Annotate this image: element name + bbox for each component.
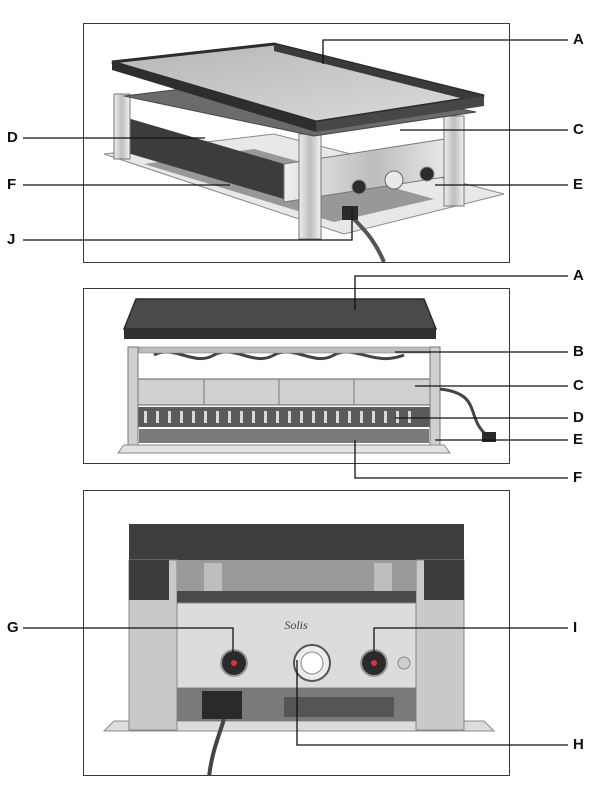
heating-frame bbox=[138, 346, 440, 354]
vent-slots bbox=[144, 411, 411, 423]
leg-left bbox=[127, 346, 139, 448]
callout-label-g: G bbox=[7, 619, 19, 636]
panel-bottom-front-view: Solis bbox=[83, 490, 510, 776]
callout-label-d: D bbox=[7, 129, 18, 146]
hot-plate-rim bbox=[124, 329, 436, 339]
side-column-left-cap bbox=[129, 560, 169, 600]
cable-plug bbox=[342, 206, 358, 220]
callout-label-j: J bbox=[7, 231, 16, 248]
raclette-perspective-illustration bbox=[103, 42, 505, 262]
side-column-right-cap bbox=[424, 560, 464, 600]
panel-top-perspective bbox=[83, 23, 510, 263]
callout-label-f: F bbox=[573, 469, 583, 486]
raclette-side-illustration bbox=[117, 298, 496, 454]
callout-label-e: E bbox=[573, 431, 584, 448]
callout-label-i: I bbox=[573, 619, 578, 636]
cable-plug bbox=[482, 432, 496, 442]
inner-leg bbox=[204, 563, 222, 597]
callout-label-c: C bbox=[573, 377, 584, 394]
indicator-lamp bbox=[397, 656, 411, 670]
power-cable bbox=[207, 718, 226, 775]
callout-label-a: A bbox=[573, 31, 584, 48]
callout-label-b: B bbox=[573, 343, 584, 360]
temperature-dial-center bbox=[300, 651, 324, 675]
hot-plate-front bbox=[129, 524, 464, 560]
switch-right-light bbox=[371, 660, 377, 666]
pan-holder bbox=[133, 378, 435, 406]
switch-right bbox=[419, 166, 435, 182]
temperature-dial bbox=[384, 170, 404, 190]
callout-label-a: A bbox=[573, 267, 584, 284]
callout-label-d: D bbox=[573, 409, 584, 426]
switch-left-light bbox=[231, 660, 237, 666]
callout-label-h: H bbox=[573, 736, 584, 753]
housing-vented bbox=[132, 407, 438, 427]
leg-front-left bbox=[298, 133, 322, 240]
hot-plate-edge-side bbox=[316, 96, 484, 132]
power-cable bbox=[439, 387, 490, 439]
leg-right bbox=[429, 346, 441, 448]
grill-grate bbox=[284, 697, 394, 717]
cable-plug bbox=[202, 691, 242, 719]
heating-housing-side bbox=[114, 114, 284, 199]
panel-middle-side-view bbox=[83, 288, 510, 464]
base-tray bbox=[117, 444, 451, 454]
hot-plate-edge-front bbox=[112, 62, 316, 132]
grill-grate bbox=[139, 429, 429, 443]
inner-leg bbox=[374, 563, 392, 597]
leg-front-right bbox=[443, 115, 465, 207]
callout-label-c: C bbox=[573, 121, 584, 138]
switch-left bbox=[351, 179, 367, 195]
callout-label-f: F bbox=[7, 176, 17, 193]
leg-back-left bbox=[113, 93, 131, 160]
hot-plate-side bbox=[122, 298, 438, 330]
grate-rack bbox=[177, 591, 416, 603]
brand-logo: Solis bbox=[284, 618, 308, 632]
callout-label-e: E bbox=[573, 176, 584, 193]
raclette-front-illustration: Solis bbox=[102, 524, 496, 775]
